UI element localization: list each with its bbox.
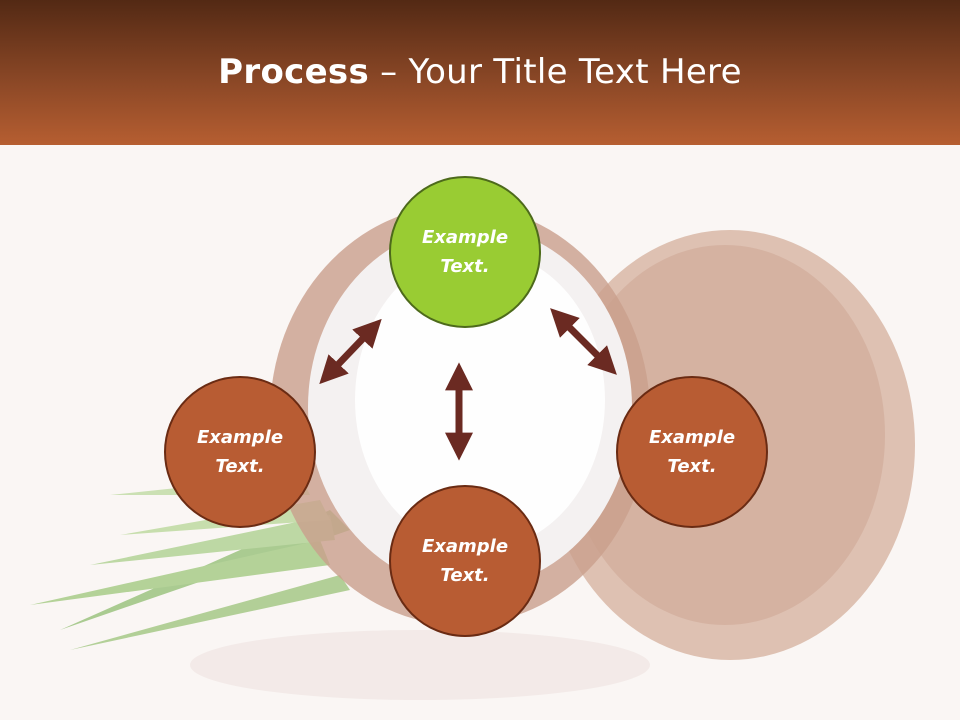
arrow-left-top — [319, 318, 382, 385]
palm-leaf-icon — [30, 475, 350, 650]
process-node-left[interactable]: Example Text. — [164, 376, 316, 528]
title-bold-part: Process — [218, 52, 370, 92]
slide-body: Example Text. Example Text. Example Text… — [0, 145, 960, 720]
process-node-top[interactable]: Example Text. — [389, 176, 541, 328]
node-bottom-label: Example Text. — [421, 536, 509, 586]
process-node-right[interactable]: Example Text. — [616, 376, 768, 528]
node-left-label: Example Text. — [196, 427, 284, 477]
slide-title[interactable]: Process – Your Title Text Here — [0, 52, 960, 92]
arrow-top-right — [550, 308, 617, 375]
diagram-arrows — [319, 308, 617, 461]
process-node-bottom[interactable]: Example Text. — [389, 485, 541, 637]
title-bar — [0, 0, 960, 145]
node-right-label: Example Text. — [648, 427, 736, 477]
title-rest-part: – Your Title Text Here — [369, 52, 742, 92]
node-top-label: Example Text. — [421, 227, 509, 277]
